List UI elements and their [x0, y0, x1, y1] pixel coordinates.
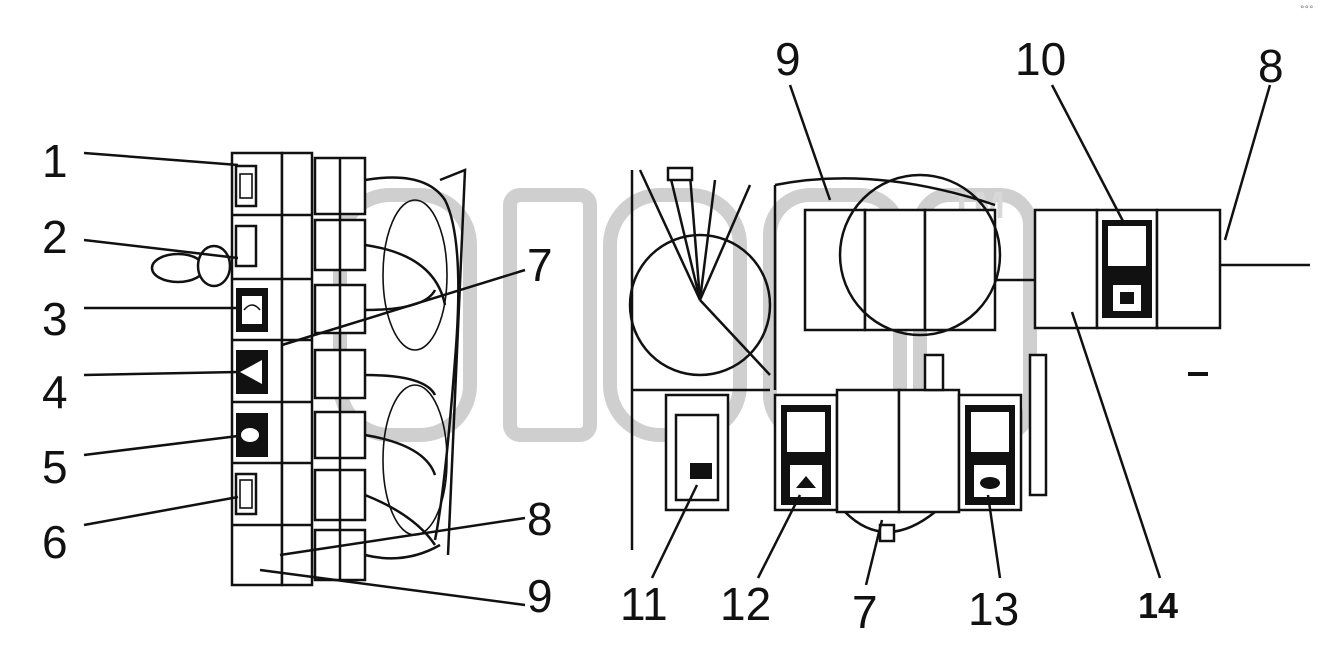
- right-callouts: 9 10 8 11 12 7 13 14: [620, 33, 1284, 638]
- callout-12: 12: [720, 578, 771, 630]
- callout-6: 6: [42, 516, 68, 568]
- callout-1: 1: [42, 135, 68, 187]
- right-leader-lines: [650, 84, 1272, 586]
- callout-14: 14: [1138, 585, 1178, 626]
- callout-13: 13: [968, 583, 1019, 635]
- callout-5: 5: [42, 441, 68, 493]
- callout-4: 4: [42, 366, 68, 418]
- left-callouts: 1 2 3 4 5 6 7 8 9: [42, 135, 553, 622]
- callout-7-left: 7: [527, 239, 553, 291]
- callout-2: 2: [42, 211, 68, 263]
- left-leader-lines: [83, 151, 526, 607]
- callout-9-left: 9: [527, 570, 553, 622]
- corner-mark: °°°: [1300, 5, 1314, 15]
- right-switch-assembly: [628, 166, 1310, 550]
- left-switch-assembly: [150, 151, 467, 587]
- callout-8-left: 8: [527, 493, 553, 545]
- callout-7-right: 7: [852, 586, 878, 638]
- callout-3: 3: [42, 293, 68, 345]
- callout-11: 11: [620, 578, 668, 630]
- callout-10: 10: [1015, 33, 1066, 85]
- callout-8-right: 8: [1258, 40, 1284, 92]
- callout-9-right: 9: [775, 33, 801, 85]
